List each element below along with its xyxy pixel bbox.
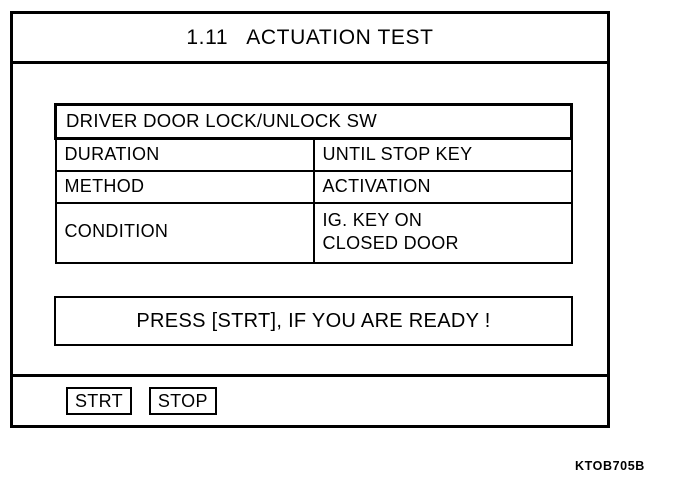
table-row-header: DRIVER DOOR LOCK/UNLOCK SW [54, 103, 573, 140]
condition-label: CONDITION [54, 201, 315, 264]
duration-value: UNTIL STOP KEY [312, 137, 573, 172]
duration-label: DURATION [54, 137, 315, 172]
test-item-name: DRIVER DOOR LOCK/UNLOCK SW [54, 103, 573, 140]
prompt-message-text: PRESS [STRT], IF YOU ARE READY ! [136, 309, 491, 332]
condition-value-line-1: IG. KEY ON [322, 209, 423, 230]
table-row: METHOD ACTIVATION [54, 169, 573, 204]
stop-button[interactable]: STOP [148, 387, 217, 415]
table-row: CONDITION IG. KEY ON CLOSED DOOR [54, 201, 573, 264]
softkey-bar: STRT STOP [13, 374, 607, 425]
start-button[interactable]: STRT [66, 387, 132, 415]
actuation-test-spec-table: DRIVER DOOR LOCK/UNLOCK SW DURATION UNTI… [54, 103, 573, 264]
figure-caption-code: KTOB705B [575, 459, 645, 473]
prompt-message-box: PRESS [STRT], IF YOU ARE READY ! [54, 296, 573, 346]
condition-value: IG. KEY ON CLOSED DOOR [312, 201, 573, 264]
method-label: METHOD [54, 169, 315, 204]
table-row: DURATION UNTIL STOP KEY [54, 137, 573, 172]
page-title: 1.11 ACTUATION TEST [186, 25, 434, 49]
condition-value-line-2: CLOSED DOOR [322, 232, 459, 253]
screen-title-bar: 1.11 ACTUATION TEST [13, 14, 607, 64]
method-value: ACTIVATION [312, 169, 573, 204]
screen-content-area: DRIVER DOOR LOCK/UNLOCK SW DURATION UNTI… [13, 64, 607, 374]
device-screen-frame: 1.11 ACTUATION TEST DRIVER DOOR LOCK/UNL… [10, 11, 610, 428]
